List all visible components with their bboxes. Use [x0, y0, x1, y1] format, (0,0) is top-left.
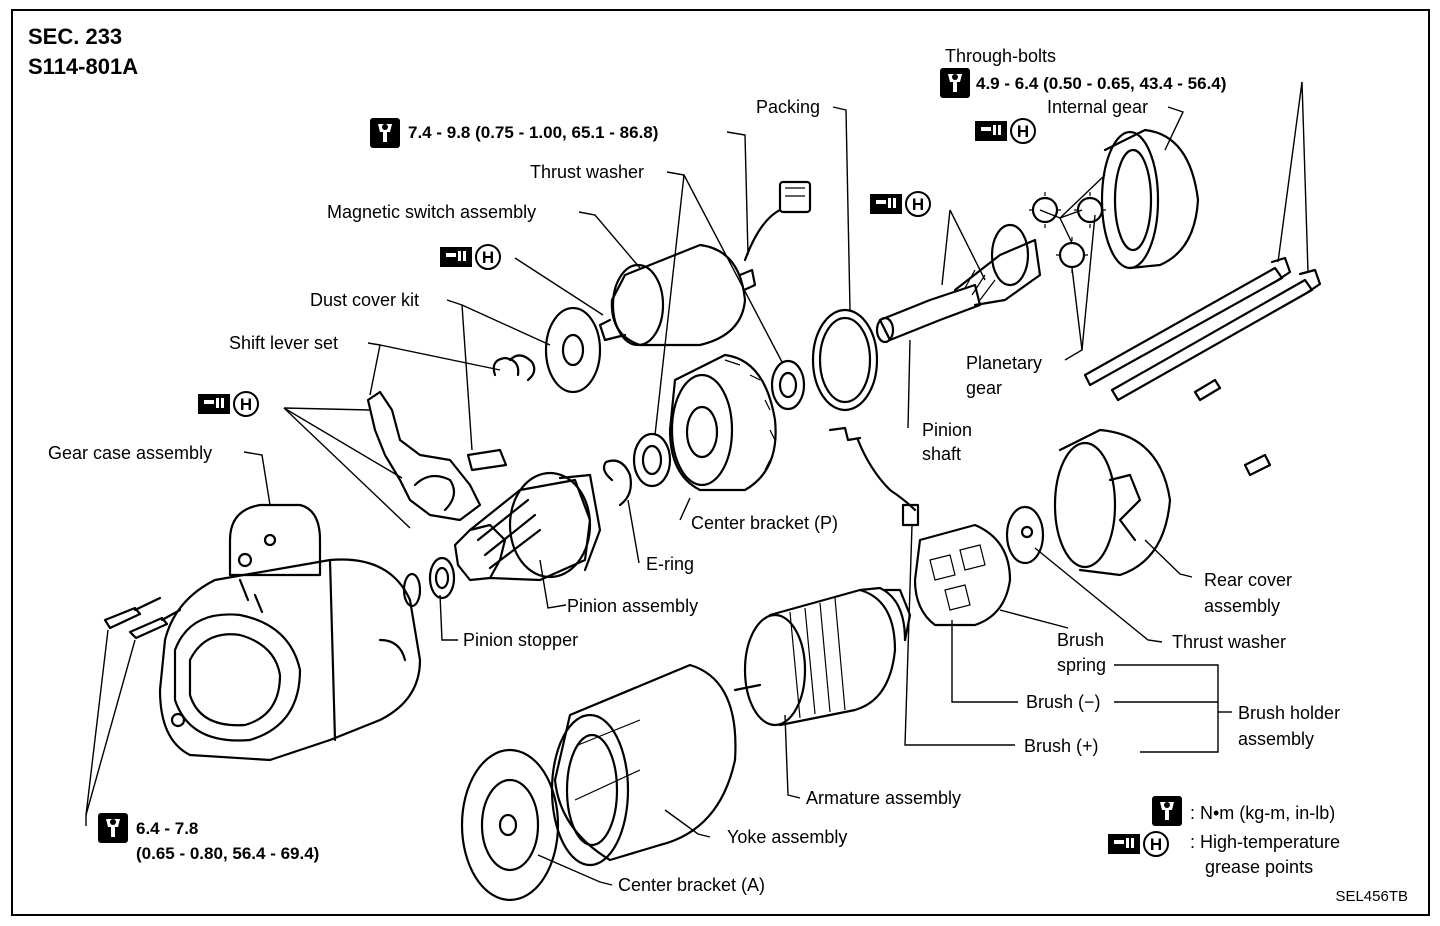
- grease-letter: H: [1017, 122, 1029, 141]
- thrust-washer-rear-part: [1005, 505, 1045, 565]
- magnetic-switch-label: Magnetic switch assembly: [327, 202, 536, 222]
- pinion-stopper-part: [402, 556, 456, 608]
- center-bracket-a-part: [460, 748, 560, 902]
- center-bracket-p-part: [668, 353, 777, 492]
- rear-cover-label-2: assembly: [1204, 596, 1280, 616]
- small-bolts-part: [1193, 378, 1272, 477]
- brush-plus-label: Brush (+): [1024, 736, 1099, 756]
- pinion-assembly-label: Pinion assembly: [567, 596, 698, 616]
- pinion-shaft-part: [875, 223, 1042, 344]
- grease-letter: H: [912, 195, 924, 214]
- thrust-washer-top-label: Thrust washer: [530, 162, 644, 182]
- yoke-assembly-part: [550, 663, 737, 867]
- planetary-gear-label-2: gear: [966, 378, 1002, 398]
- legend-grease-2: grease points: [1205, 857, 1313, 877]
- thrust-washer-front-part: [632, 432, 672, 488]
- page-border: [11, 9, 1430, 916]
- spring-part: [492, 354, 536, 382]
- thrust-washer-right-label: Thrust washer: [1172, 632, 1286, 652]
- armature-assembly-label: Armature assembly: [806, 788, 961, 808]
- gear-case-assembly-label: Gear case assembly: [48, 443, 212, 463]
- shift-lever-set-label: Shift lever set: [229, 333, 338, 353]
- internal-gear-part: [1100, 128, 1200, 270]
- thrust-washer-top-part: [770, 359, 806, 411]
- packing-part: [811, 308, 879, 412]
- magnetic-switch-torque: 7.4 - 9.8 (0.75 - 1.00, 65.1 - 86.8): [408, 123, 658, 142]
- model-code: S114-801A: [28, 54, 138, 79]
- grease-gun-icon: H: [974, 118, 1036, 144]
- brush-minus-label: Brush (−): [1026, 692, 1101, 712]
- through-bolts-part: [1083, 256, 1322, 402]
- gear-case-assembly-part: [158, 503, 422, 762]
- grease-letter: H: [482, 248, 494, 267]
- brush-holder-label-1: Brush holder: [1238, 703, 1340, 723]
- pinion-assembly-part: [453, 471, 602, 582]
- through-bolts-label: Through-bolts: [945, 46, 1056, 66]
- dust-cover-kit-label: Dust cover kit: [310, 290, 419, 310]
- torque-wrench-icon: [98, 813, 128, 843]
- brush-spring-label-1: Brush: [1057, 630, 1104, 650]
- figure-code: SEL456TB: [1335, 888, 1408, 905]
- through-bolts-torque: 4.9 - 6.4 (0.50 - 0.65, 43.4 - 56.4): [976, 74, 1226, 93]
- gear-case-bolts-part: [103, 596, 182, 640]
- grease-letter: H: [240, 395, 252, 414]
- grease-gun-icon: H: [197, 391, 259, 417]
- yoke-assembly-label: Yoke assembly: [727, 827, 847, 847]
- e-ring-label: E-ring: [646, 554, 694, 574]
- center-bracket-a-label: Center bracket (A): [618, 875, 765, 895]
- gear-case-torque-1: 6.4 - 7.8: [136, 819, 198, 838]
- e-ring-part: [602, 459, 632, 507]
- grease-gun-icon: H: [1107, 831, 1169, 857]
- planetary-gears-part: [1029, 192, 1106, 273]
- pinion-shaft-label-2: shaft: [922, 444, 961, 464]
- center-bracket-p-label: Center bracket (P): [691, 513, 838, 533]
- torque-wrench-icon: [1152, 796, 1182, 826]
- leader-lines: [85, 81, 1309, 886]
- armature-part: [733, 586, 912, 727]
- shift-lever-part: [366, 390, 482, 522]
- grease-gun-icon: H: [869, 191, 931, 217]
- packing-label: Packing: [756, 97, 820, 117]
- pinion-stopper-label: Pinion stopper: [463, 630, 578, 650]
- pinion-shaft-label-1: Pinion: [922, 420, 972, 440]
- torque-wrench-icon: [370, 118, 400, 148]
- internal-gear-label: Internal gear: [1047, 97, 1148, 117]
- dust-cover-block-part: [466, 448, 508, 472]
- torque-wrench-icon: [940, 68, 970, 98]
- legend-torque-unit: : N•m (kg-m, in-lb): [1190, 803, 1335, 823]
- grease-letter: H: [1150, 835, 1162, 854]
- planetary-gear-label-1: Planetary: [966, 353, 1042, 373]
- magnetic-switch-part: [598, 180, 812, 347]
- section-number: SEC. 233: [28, 24, 122, 49]
- brush-spring-label-2: spring: [1057, 655, 1106, 675]
- rear-cover-part: [1053, 428, 1172, 577]
- gear-case-torque-2: (0.65 - 0.80, 56.4 - 69.4): [136, 844, 319, 863]
- brush-holder-part: [828, 426, 1012, 627]
- grease-gun-icon: H: [439, 244, 501, 270]
- legend-grease-1: : High-temperature: [1190, 832, 1340, 852]
- brush-holder-label-2: assembly: [1238, 729, 1314, 749]
- rear-cover-label-1: Rear cover: [1204, 570, 1292, 590]
- dust-cover-plate-part: [544, 306, 602, 394]
